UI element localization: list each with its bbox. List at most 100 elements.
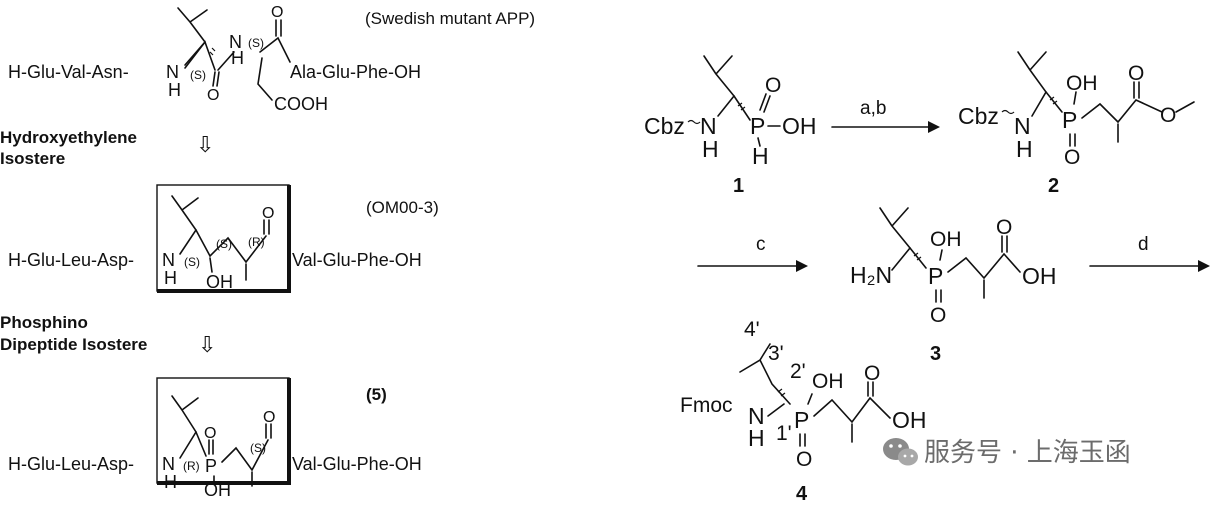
om-frame-shadow [157, 185, 291, 293]
swedish-n1: N [166, 62, 179, 82]
om00-3-structure: (OM00-3) H-Glu-Leu-Asp- N H (S) (S) OH (… [8, 184, 439, 293]
c1-p: P [750, 113, 765, 139]
c2-h: H [1016, 136, 1033, 162]
c1-n: N [700, 113, 717, 139]
c1-wavy-bond [687, 119, 701, 125]
hydroxyethylene-arrow-block: Hydroxyethylene Isostere ⇩ [0, 128, 214, 168]
c4-cooh: OH [892, 407, 927, 433]
five-stereo-r: (R) [183, 459, 200, 473]
c1-cbz: Cbz [644, 113, 685, 139]
c2-methoxy-bond [1175, 101, 1195, 113]
c2-o: O [1064, 146, 1080, 169]
c4-wavy-stereo [777, 388, 786, 397]
five-o-up: O [204, 425, 216, 442]
c4-chain-bond [813, 396, 891, 424]
c4-poh-bond [807, 393, 813, 405]
c1-o: O [765, 74, 781, 97]
om-stereo-r: (R) [248, 235, 265, 249]
om-o: O [262, 205, 274, 222]
swedish-leucine-bond [177, 7, 208, 66]
c1-label: 1 [733, 175, 744, 197]
c2-label: 2 [1048, 175, 1059, 197]
c3-isobutyl-bond [879, 207, 912, 271]
c4-isobutyl-bond [739, 343, 791, 405]
c1-isobutyl-bond [703, 55, 736, 117]
c2-p: P [1062, 107, 1077, 133]
swedish-o2: O [271, 4, 283, 21]
c1-wavy-stereo [737, 102, 746, 111]
swedish-o1: O [207, 87, 219, 104]
five-o: O [263, 409, 275, 426]
om-stereo-s2: (S) [216, 237, 232, 251]
c2-n: N [1014, 113, 1031, 139]
c4-nc-bond [767, 403, 785, 417]
c2-carbonyl-bond [1133, 81, 1140, 99]
c4-n: N [748, 403, 765, 429]
down-arrow-icon: ⇩ [198, 332, 216, 357]
c3-oh: OH [930, 228, 962, 251]
c3-o: O [930, 304, 946, 327]
swedish-stereo-s1: (S) [190, 68, 206, 82]
c1-ph: H [752, 143, 769, 169]
swedish-sidechain-bond [257, 57, 273, 101]
om-note: (OM00-3) [366, 198, 439, 217]
c3-co-o: O [996, 216, 1012, 239]
five-p: P [205, 456, 217, 476]
c3-chain-bond [947, 252, 1021, 280]
phosphino-label: Phosphino [0, 313, 88, 332]
c2-o2: O [1160, 104, 1176, 127]
c2-po-bond [1069, 133, 1076, 147]
step-ab-arrow: a,b [831, 98, 940, 133]
five-oh: OH [204, 480, 231, 500]
c2-wavy-stereo [1049, 96, 1058, 105]
c2-poh-bond [1073, 91, 1077, 105]
c3-h2n: H₂N [850, 262, 892, 288]
phosphino-arrow-block: Phosphino Dipeptide Isostere ⇩ [0, 313, 216, 357]
swedish-cooh: COOH [274, 94, 328, 114]
c2-o-ester: O [1128, 62, 1144, 85]
om-lead-sequence: H-Glu-Leu-Asp- [8, 250, 134, 270]
swedish-wavy-bond [209, 47, 216, 56]
swedish-n2: N [229, 32, 242, 52]
swedish-h1: H [168, 80, 181, 100]
c1-po-bond [759, 93, 771, 113]
five-frame [156, 377, 290, 484]
compound-5-structure: (5) H-Glu-Leu-Asp- N H (R) P O OH (S) O … [8, 377, 422, 500]
step-c-arrow: c [697, 234, 808, 272]
five-stereo-s: (S) [250, 441, 266, 455]
c4-co-o: O [864, 362, 880, 385]
swedish-lead-sequence: H-Glu-Val-Asn- [8, 62, 129, 82]
c4-fmoc: Fmoc [680, 394, 733, 417]
step-d-arrow: d [1089, 234, 1210, 272]
isostere-label: Isostere [0, 149, 65, 168]
swedish-asp-bond [259, 36, 291, 63]
down-arrow-icon: ⇩ [196, 132, 214, 157]
c4-pos-1prime: 1' [776, 422, 792, 445]
c2-chain-bond [1081, 99, 1163, 124]
c4-oh: OH [812, 370, 844, 393]
swedish-amide-bond [217, 51, 235, 71]
c1-h: H [702, 136, 719, 162]
om-carbonyl-bond [263, 219, 270, 235]
om-backbone-bond [195, 229, 267, 264]
c3-cp-bond [909, 247, 927, 269]
om-h: H [164, 268, 177, 288]
swedish-mutant-structure: (Swedish mutant APP) H-Glu-Val-Asn- N H … [8, 4, 535, 114]
five-note: (5) [366, 385, 387, 404]
c1-oh: OH [782, 113, 817, 139]
c4-o: O [796, 448, 812, 471]
c1-ph-bond [757, 137, 761, 147]
c2-cbz: Cbz [958, 103, 999, 129]
c3-poh-bond [939, 249, 943, 261]
om-tail-sequence: Val-Glu-Phe-OH [292, 250, 422, 270]
om-n: N [162, 250, 175, 270]
c3-cooh: OH [1022, 263, 1057, 289]
c2-wavy-bond [1001, 109, 1015, 115]
c4-carbonyl-bond [867, 381, 874, 397]
c2-cp-bond [1045, 91, 1063, 113]
five-n: N [162, 454, 175, 474]
five-carbonyl-bond [265, 423, 272, 439]
c4-p: P [794, 407, 809, 433]
step-ab-arrowhead-icon [928, 121, 940, 133]
